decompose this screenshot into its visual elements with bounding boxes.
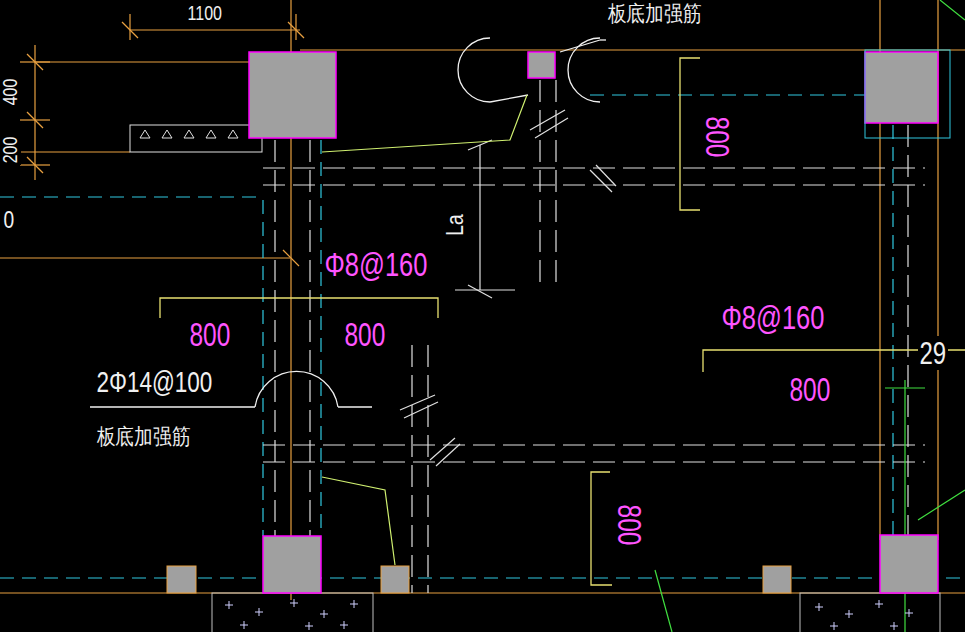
rebar-length: 800 (188, 316, 232, 352)
dimension-text: 1100 (186, 2, 224, 24)
rebar-length: 800 (343, 316, 387, 352)
note-text: 板底加强筋 (606, 2, 703, 26)
anchor-length: La (442, 213, 468, 238)
dimension-text: 200 (0, 135, 21, 165)
rebar-length: 800 (700, 115, 736, 159)
rebar-spec: Φ8@160 (720, 299, 826, 335)
rebar-spec: 2Φ14@100 (95, 366, 214, 398)
rebar-length: 800 (612, 503, 648, 547)
callout-number: 29 (918, 336, 948, 370)
rebar-length: 800 (788, 371, 832, 407)
rebar-spec: Φ8@160 (323, 246, 429, 282)
dimension-text: 0 (2, 207, 16, 233)
note-text: 板底加强筋 (95, 425, 192, 449)
dimension-text: 400 (0, 77, 21, 107)
